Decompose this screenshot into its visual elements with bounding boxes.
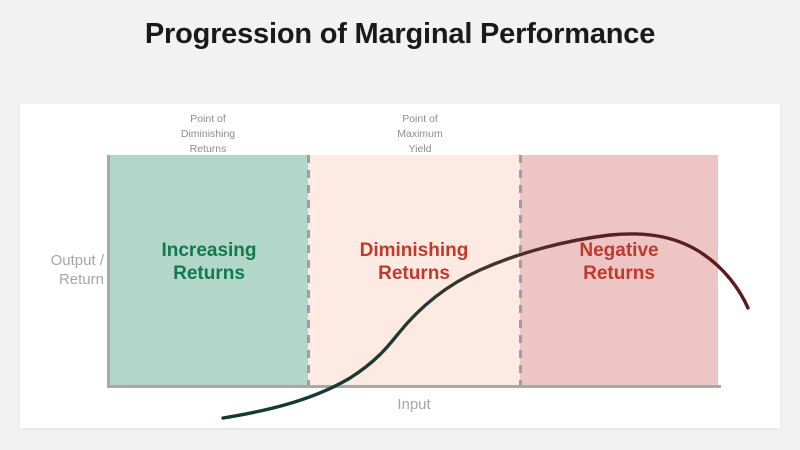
x-axis-line — [107, 385, 721, 388]
region-diminishing-returns — [308, 155, 520, 385]
performance-curve — [221, 232, 750, 420]
region-increasing-returns — [110, 155, 308, 385]
annotation-point-of-maximum-yield: Point of Maximum Yield — [397, 113, 443, 156]
region-label-diminishing-returns: Diminishing Returns — [359, 240, 469, 285]
chart-title: Progression of Marginal Performance — [144, 18, 656, 50]
region-label-increasing-returns: Increasing Returns — [161, 240, 257, 285]
plot-area: Increasing Returns Diminishing Returns N… — [110, 155, 750, 420]
x-axis-label: Input — [397, 396, 431, 413]
annotation-point-of-diminishing-returns: Point of Diminishing Returns — [180, 113, 236, 156]
y-axis-label: Output / Return — [50, 252, 104, 288]
region-label-negative-returns: Negative Returns — [579, 240, 659, 285]
region-negative-returns — [520, 155, 718, 385]
y-axis-line — [107, 155, 110, 388]
divider-point-of-diminishing-returns — [307, 155, 310, 385]
chart-card: Output / Return Increasing Returns — [20, 104, 780, 428]
divider-point-of-maximum-yield — [519, 155, 522, 385]
